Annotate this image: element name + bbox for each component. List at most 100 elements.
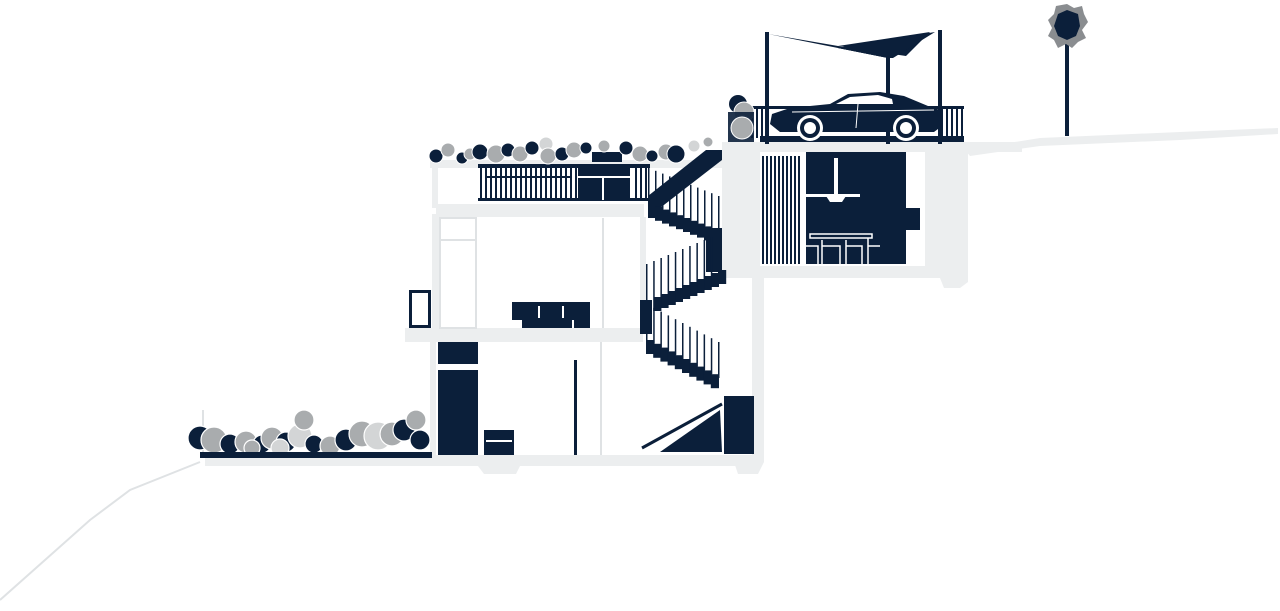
roof-plant xyxy=(618,140,634,156)
stair-spindle xyxy=(718,342,720,378)
ground-floor-exterior-wall xyxy=(430,340,436,458)
stair-step xyxy=(676,215,684,230)
stair-step xyxy=(689,282,698,296)
kitchen-screen xyxy=(762,156,800,264)
roof-baluster xyxy=(525,168,527,200)
stair-step xyxy=(696,366,705,381)
roof-baluster xyxy=(505,168,507,200)
car xyxy=(770,92,942,141)
stair-step xyxy=(660,347,669,362)
retaining-wall-lower xyxy=(734,278,764,474)
screen-slat xyxy=(774,156,776,264)
stair-step xyxy=(674,355,683,370)
stair-step xyxy=(696,279,705,293)
baluster xyxy=(761,108,763,138)
console-side-table xyxy=(574,310,590,328)
garden-shrub xyxy=(409,429,431,451)
roof-baluster xyxy=(500,168,502,200)
carport-curb xyxy=(760,136,964,142)
stair-landing-right xyxy=(706,228,722,272)
stair-spindle xyxy=(697,187,699,224)
roof-baluster xyxy=(480,168,482,200)
window-frame xyxy=(439,217,477,241)
middle-floor-slab xyxy=(405,328,643,342)
carport xyxy=(728,30,964,144)
ground-floor xyxy=(438,342,754,455)
car-window xyxy=(836,95,893,104)
stair-spindle xyxy=(646,304,648,340)
kitchen-left-wall xyxy=(722,150,760,270)
living-room xyxy=(409,217,604,329)
roof-parapet xyxy=(432,168,438,208)
roof-baluster xyxy=(645,168,647,200)
stair-step xyxy=(646,340,655,354)
stair-spindle xyxy=(711,193,713,230)
roof-baluster xyxy=(640,168,642,200)
stair-spindle xyxy=(660,258,662,294)
stair-spindle xyxy=(703,240,706,276)
retaining-wall-upper xyxy=(925,150,968,288)
roof-plant xyxy=(471,143,489,161)
roof-cabinet-divider xyxy=(602,178,604,200)
roof-plant xyxy=(687,139,701,153)
stair-spindle xyxy=(718,234,720,270)
roof-baluster xyxy=(495,168,497,200)
roof-plant xyxy=(645,149,659,163)
storage-under-stairs xyxy=(660,410,722,452)
roof-plant xyxy=(524,140,540,156)
stair-spindle xyxy=(696,330,698,367)
stair-spindle xyxy=(655,170,657,207)
shade-sail-right xyxy=(838,32,935,58)
stair-flight-top xyxy=(648,150,722,208)
stair-spindle xyxy=(676,179,678,216)
carport-planter xyxy=(728,95,755,142)
stair-spindle xyxy=(653,261,655,297)
stair-spindle xyxy=(703,334,706,371)
hillside-ground-line xyxy=(0,461,201,601)
carport-post-left xyxy=(765,32,769,144)
stair-step xyxy=(655,206,663,221)
ground-floor-tall-cabinet xyxy=(438,342,478,455)
roof-baluster xyxy=(530,168,532,200)
roof-plant xyxy=(597,139,611,153)
stair-step xyxy=(690,220,698,235)
storage-block xyxy=(724,396,754,454)
screen-slat xyxy=(778,156,780,264)
baluster xyxy=(941,108,943,138)
roof-baluster xyxy=(570,168,572,200)
screen-slat xyxy=(770,156,772,264)
palm-tree xyxy=(1048,4,1088,136)
roof-baluster xyxy=(550,168,552,200)
baluster xyxy=(756,108,758,138)
roof-railing-top xyxy=(478,164,650,168)
roof-baluster xyxy=(575,168,577,200)
roof-baluster xyxy=(510,168,512,200)
middle-floor-exterior-wall xyxy=(432,214,440,330)
roof-baluster xyxy=(555,168,557,200)
stair-step xyxy=(653,343,662,358)
baluster xyxy=(946,108,948,138)
roof-plant xyxy=(666,144,686,164)
pendant-lamp xyxy=(826,196,846,202)
baluster xyxy=(766,108,768,138)
fireplace-wall xyxy=(439,239,477,329)
roof-plant xyxy=(631,145,649,163)
stair-spindle xyxy=(674,252,677,288)
roof-plants xyxy=(428,136,714,165)
wall-partition-line xyxy=(602,218,604,328)
screen-slat xyxy=(766,156,768,264)
stair-step xyxy=(667,351,676,366)
stair-step xyxy=(710,374,719,389)
stair-step xyxy=(660,294,669,308)
stair-step xyxy=(669,212,677,227)
stair-step xyxy=(662,209,670,224)
stair-spindle xyxy=(674,319,677,356)
roof-railing-balusters xyxy=(480,168,647,200)
stair-core-wall xyxy=(640,217,646,330)
range-hood xyxy=(834,158,838,196)
garden-planter-base xyxy=(200,452,432,458)
roof-baluster xyxy=(560,168,562,200)
stair-flight-3 xyxy=(646,304,720,389)
stair-spindle xyxy=(704,190,706,227)
roof-plant xyxy=(565,141,583,159)
